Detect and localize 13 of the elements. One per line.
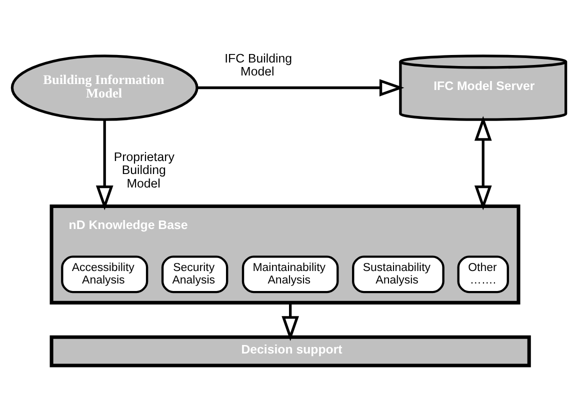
edge-label: Proprietary Building Model <box>114 149 174 190</box>
edge-label: IFC Building Model <box>224 50 292 78</box>
arrow <box>96 120 114 210</box>
node-box: Accessibility Analysis <box>61 255 148 293</box>
node-box: Security Analysis <box>161 255 228 293</box>
node-box: Sustainability Analysis <box>352 255 444 293</box>
node-box: Maintainability Analysis <box>242 255 339 293</box>
arrow <box>282 302 299 340</box>
node-box: Other ……. <box>457 255 509 293</box>
arrow <box>197 78 404 96</box>
arrow <box>474 115 492 210</box>
node-ellipse: Building Information Model <box>10 54 198 120</box>
node-box: Decision support <box>50 334 531 367</box>
